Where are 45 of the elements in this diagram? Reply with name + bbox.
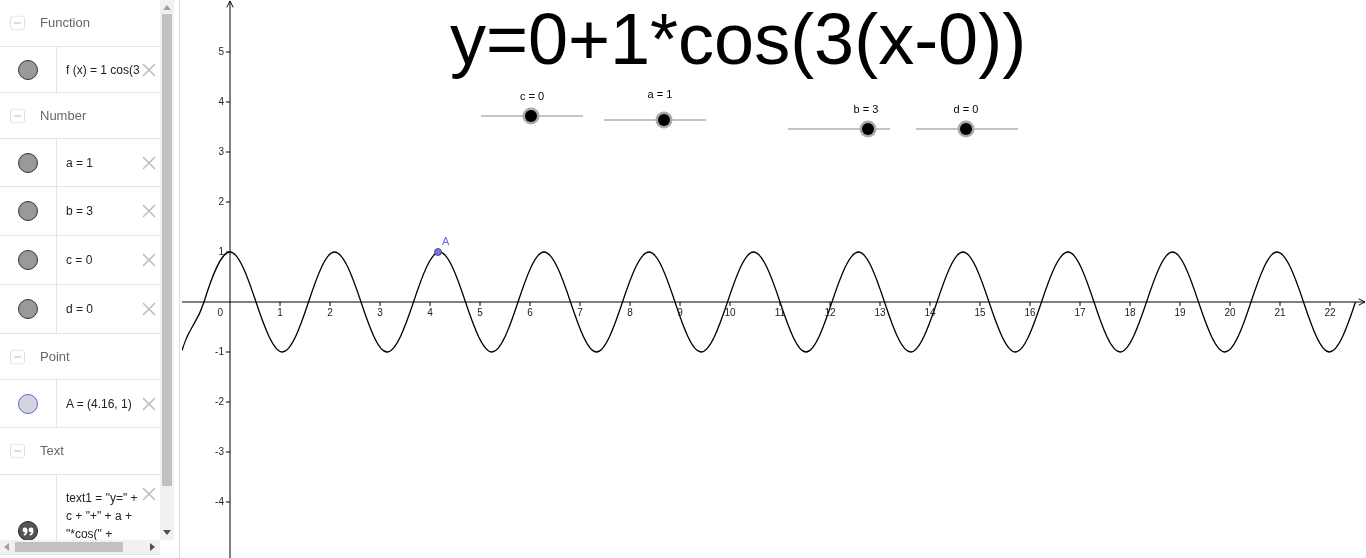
x-tick-label: 7 — [577, 308, 583, 318]
formula-title: y=0+1*cos(3(x-0)) — [448, 0, 1028, 81]
x-tick-label: 17 — [1074, 308, 1086, 318]
y-tick-label: 1 — [218, 247, 224, 257]
x-tick-label: 3 — [377, 308, 383, 318]
category-heading: Function — [40, 14, 90, 33]
x-tick-label: 10 — [724, 308, 736, 318]
y-tick-label: -4 — [215, 497, 224, 507]
slider-label: a = 1 — [647, 89, 673, 100]
point-label: A — [442, 236, 450, 247]
object-definition: text1 = "y=" + c + "+" + a + "*cos(" + — [66, 490, 139, 543]
x-tick-label: 2 — [327, 308, 333, 318]
x-tick-label: 6 — [527, 308, 533, 318]
y-tick-label: 3 — [218, 147, 224, 157]
object-definition: d = 0 — [66, 301, 94, 318]
x-tick-label: 13 — [874, 308, 886, 318]
slider-label: b = 3 — [853, 104, 879, 115]
x-tick-label: 18 — [1124, 308, 1136, 318]
category-heading: Point — [40, 347, 70, 366]
category-heading: Text — [40, 442, 64, 461]
object-definition: A = (4.16, 1) — [66, 395, 132, 413]
y-tick-label: 5 — [218, 47, 224, 57]
origin-label: 0 — [217, 308, 223, 318]
y-tick-label: 4 — [218, 97, 224, 107]
y-tick-label: -3 — [215, 447, 224, 457]
x-tick-label: 5 — [477, 308, 483, 318]
x-tick-label: 22 — [1324, 308, 1336, 318]
slider-label: c = 0 — [519, 91, 545, 102]
x-tick-label: 4 — [427, 308, 433, 318]
x-tick-label: 15 — [974, 308, 986, 318]
y-tick-label: 2 — [218, 197, 224, 207]
x-tick-label: 8 — [627, 308, 633, 318]
slider-label: d = 0 — [953, 104, 979, 115]
x-tick-label: 1 — [277, 308, 283, 318]
object-definition: b = 3 — [66, 203, 94, 220]
x-tick-label: 16 — [1024, 308, 1036, 318]
category-heading: Number — [40, 106, 87, 125]
x-tick-label: 21 — [1274, 308, 1286, 318]
x-tick-label: 19 — [1174, 308, 1186, 318]
object-definition: a = 1 — [66, 154, 94, 172]
x-tick-label: 20 — [1224, 308, 1236, 318]
y-tick-label: -2 — [215, 397, 224, 407]
object-definition: f (x) = 1 cos(3 — [66, 61, 140, 79]
object-definition: c = 0 — [66, 252, 93, 269]
y-tick-label: -1 — [215, 347, 224, 357]
